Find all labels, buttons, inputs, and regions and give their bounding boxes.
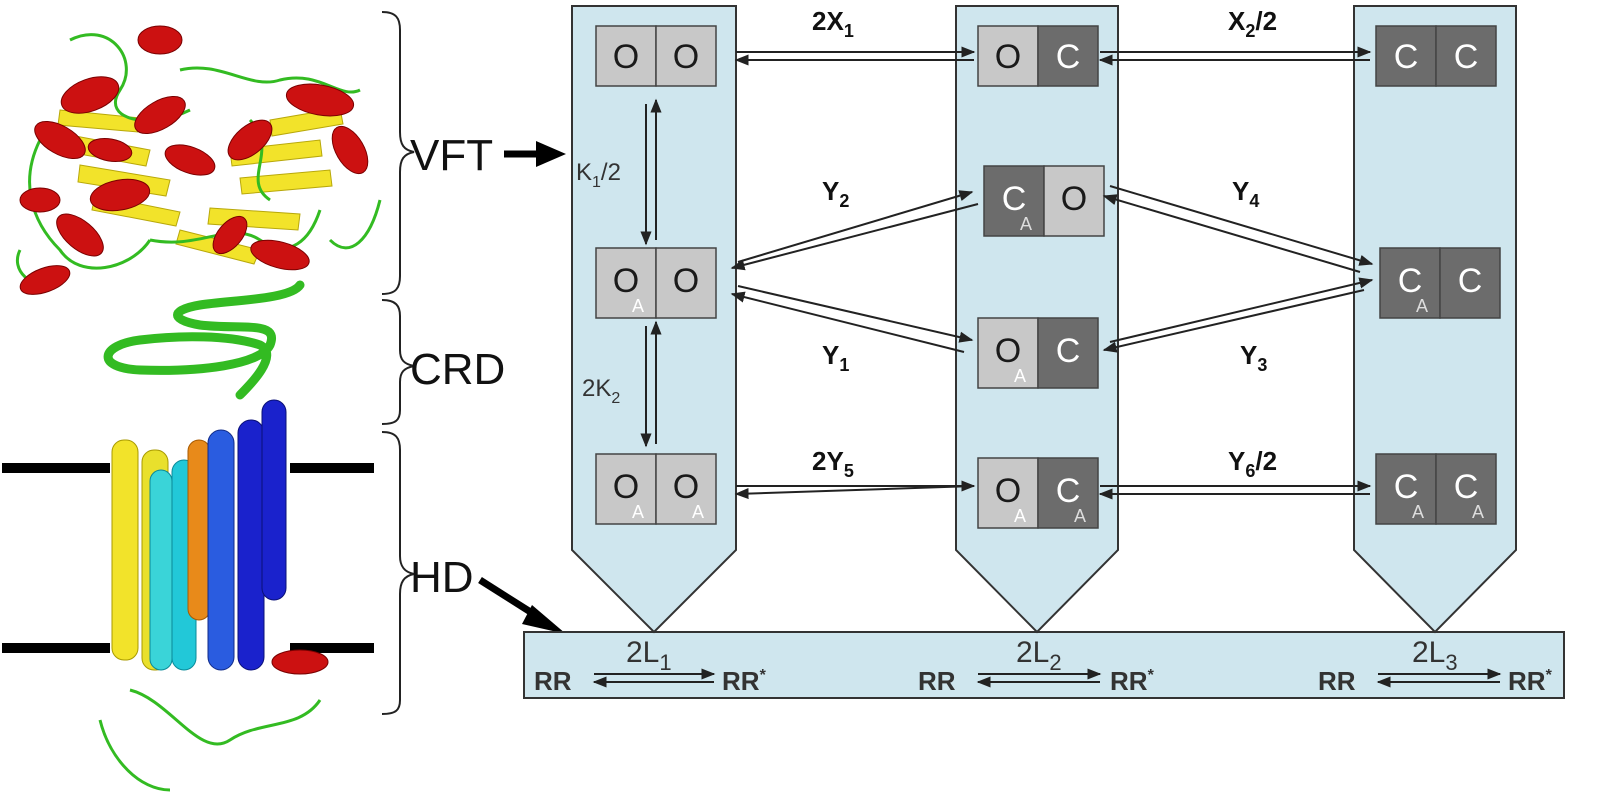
rate-k2: 2K2	[582, 375, 620, 407]
crd-label: CRD	[410, 345, 505, 394]
state-box: C A C A	[1375, 453, 1497, 525]
hd-equilibrium-bar	[523, 631, 1565, 699]
state-right-letter: C	[1056, 472, 1081, 510]
transition-arrows	[640, 46, 1374, 500]
agonist-subscript: A	[692, 502, 704, 522]
rr-state-label: RR	[1318, 666, 1356, 696]
vft-alpha-helices	[19, 25, 369, 295]
state-box: O A C	[977, 317, 1099, 389]
state-box: C A O	[983, 165, 1105, 237]
domain-braces	[381, 11, 415, 715]
state-box: O O	[595, 25, 717, 87]
agonist-subscript: A	[1412, 502, 1424, 522]
l-rate-label: 2L3	[1412, 636, 1458, 675]
agonist-subscript: A	[632, 296, 644, 316]
y2-forward-arrow	[737, 190, 974, 263]
state-box: O A O	[595, 247, 717, 319]
rr-active-state-label: RR*	[1110, 666, 1155, 696]
state-left-letter: C	[1002, 180, 1027, 218]
l-rate-label: 2L1	[626, 636, 672, 675]
rate-y5: 2Y5	[812, 446, 854, 481]
rr-state-label: RR	[534, 666, 572, 696]
hd-equilibrium-3: 2L3 RR RR*	[1318, 636, 1553, 696]
state-box: O A O A	[595, 453, 717, 525]
rate-y3: Y3	[1240, 340, 1267, 375]
agonist-subscript: A	[1416, 296, 1428, 316]
membrane-lines	[2, 463, 374, 653]
rr-state-label: RR	[918, 666, 956, 696]
state-box: C A C	[1379, 247, 1501, 319]
rate-y2: Y2	[822, 176, 849, 211]
crd-brace	[381, 299, 415, 425]
y4-forward-arrow	[1109, 185, 1374, 266]
hd-equilibrium-2: 2L2 RR RR*	[918, 636, 1155, 696]
y3-reverse-arrow	[1102, 289, 1365, 353]
state-left-letter: O	[613, 468, 639, 506]
state-left-letter: C	[1394, 468, 1419, 506]
agonist-subscript: A	[1014, 366, 1026, 386]
y1-forward-arrow	[737, 285, 974, 343]
state-box: O A C A	[977, 457, 1099, 529]
vft-brace	[381, 11, 415, 295]
state-right-letter: C	[1454, 468, 1479, 506]
state-left-letter: C	[1398, 262, 1423, 300]
hd-pointer-arrow	[478, 577, 566, 634]
state-box: C C	[1375, 25, 1497, 87]
state-right-letter: C	[1056, 38, 1081, 76]
state-left-letter: O	[995, 332, 1021, 370]
column-panel-3	[1353, 5, 1517, 634]
rate-x2: X2/2	[1228, 6, 1277, 41]
vft-pointer-arrow	[504, 141, 566, 167]
vft-label: VFT	[410, 131, 493, 180]
state-right-letter: O	[1061, 180, 1087, 218]
agonist-subscript: A	[1014, 506, 1026, 526]
y1-reverse-arrow	[730, 291, 965, 353]
state-left-letter: O	[995, 38, 1021, 76]
y5-reverse-arrow	[734, 485, 975, 500]
state-right-letter: C	[1454, 38, 1479, 76]
rate-y4: Y4	[1232, 176, 1259, 211]
agonist-subscript: A	[1020, 214, 1032, 234]
state-left-letter: O	[613, 38, 639, 76]
l-rate-label: 2L2	[1016, 636, 1062, 675]
state-right-letter: C	[1056, 332, 1081, 370]
crd-loop	[103, 280, 305, 400]
hd-label: HD	[410, 553, 474, 602]
rr-active-state-label: RR*	[1508, 666, 1553, 696]
state-left-letter: O	[995, 472, 1021, 510]
y3-forward-arrow	[1109, 277, 1374, 343]
hd-transmembrane-helices	[111, 399, 287, 671]
state-left-letter: O	[613, 262, 639, 300]
state-right-letter: C	[1458, 262, 1483, 300]
y2-reverse-arrow	[730, 203, 979, 271]
hd-c-terminal	[98, 649, 329, 792]
agonist-subscript: A	[1472, 502, 1484, 522]
rate-k1: K1/2	[576, 159, 621, 191]
rate-x1: 2X1	[812, 6, 854, 41]
hd-brace	[381, 431, 415, 715]
y4-reverse-arrow	[1102, 194, 1361, 273]
rate-y1: Y1	[822, 340, 849, 375]
state-right-letter: O	[673, 38, 699, 76]
state-box: O C	[977, 25, 1099, 87]
state-left-letter: C	[1394, 38, 1419, 76]
rate-y6: Y6/2	[1228, 446, 1277, 481]
column-panel-1	[571, 5, 737, 634]
agonist-subscript: A	[1074, 506, 1086, 526]
state-right-letter: O	[673, 262, 699, 300]
receptor-structure-illustration	[2, 25, 382, 792]
state-right-letter: O	[673, 468, 699, 506]
agonist-subscript: A	[632, 502, 644, 522]
rr-active-state-label: RR*	[722, 666, 767, 696]
hd-equilibrium-1: 2L1 RR RR*	[534, 636, 767, 696]
